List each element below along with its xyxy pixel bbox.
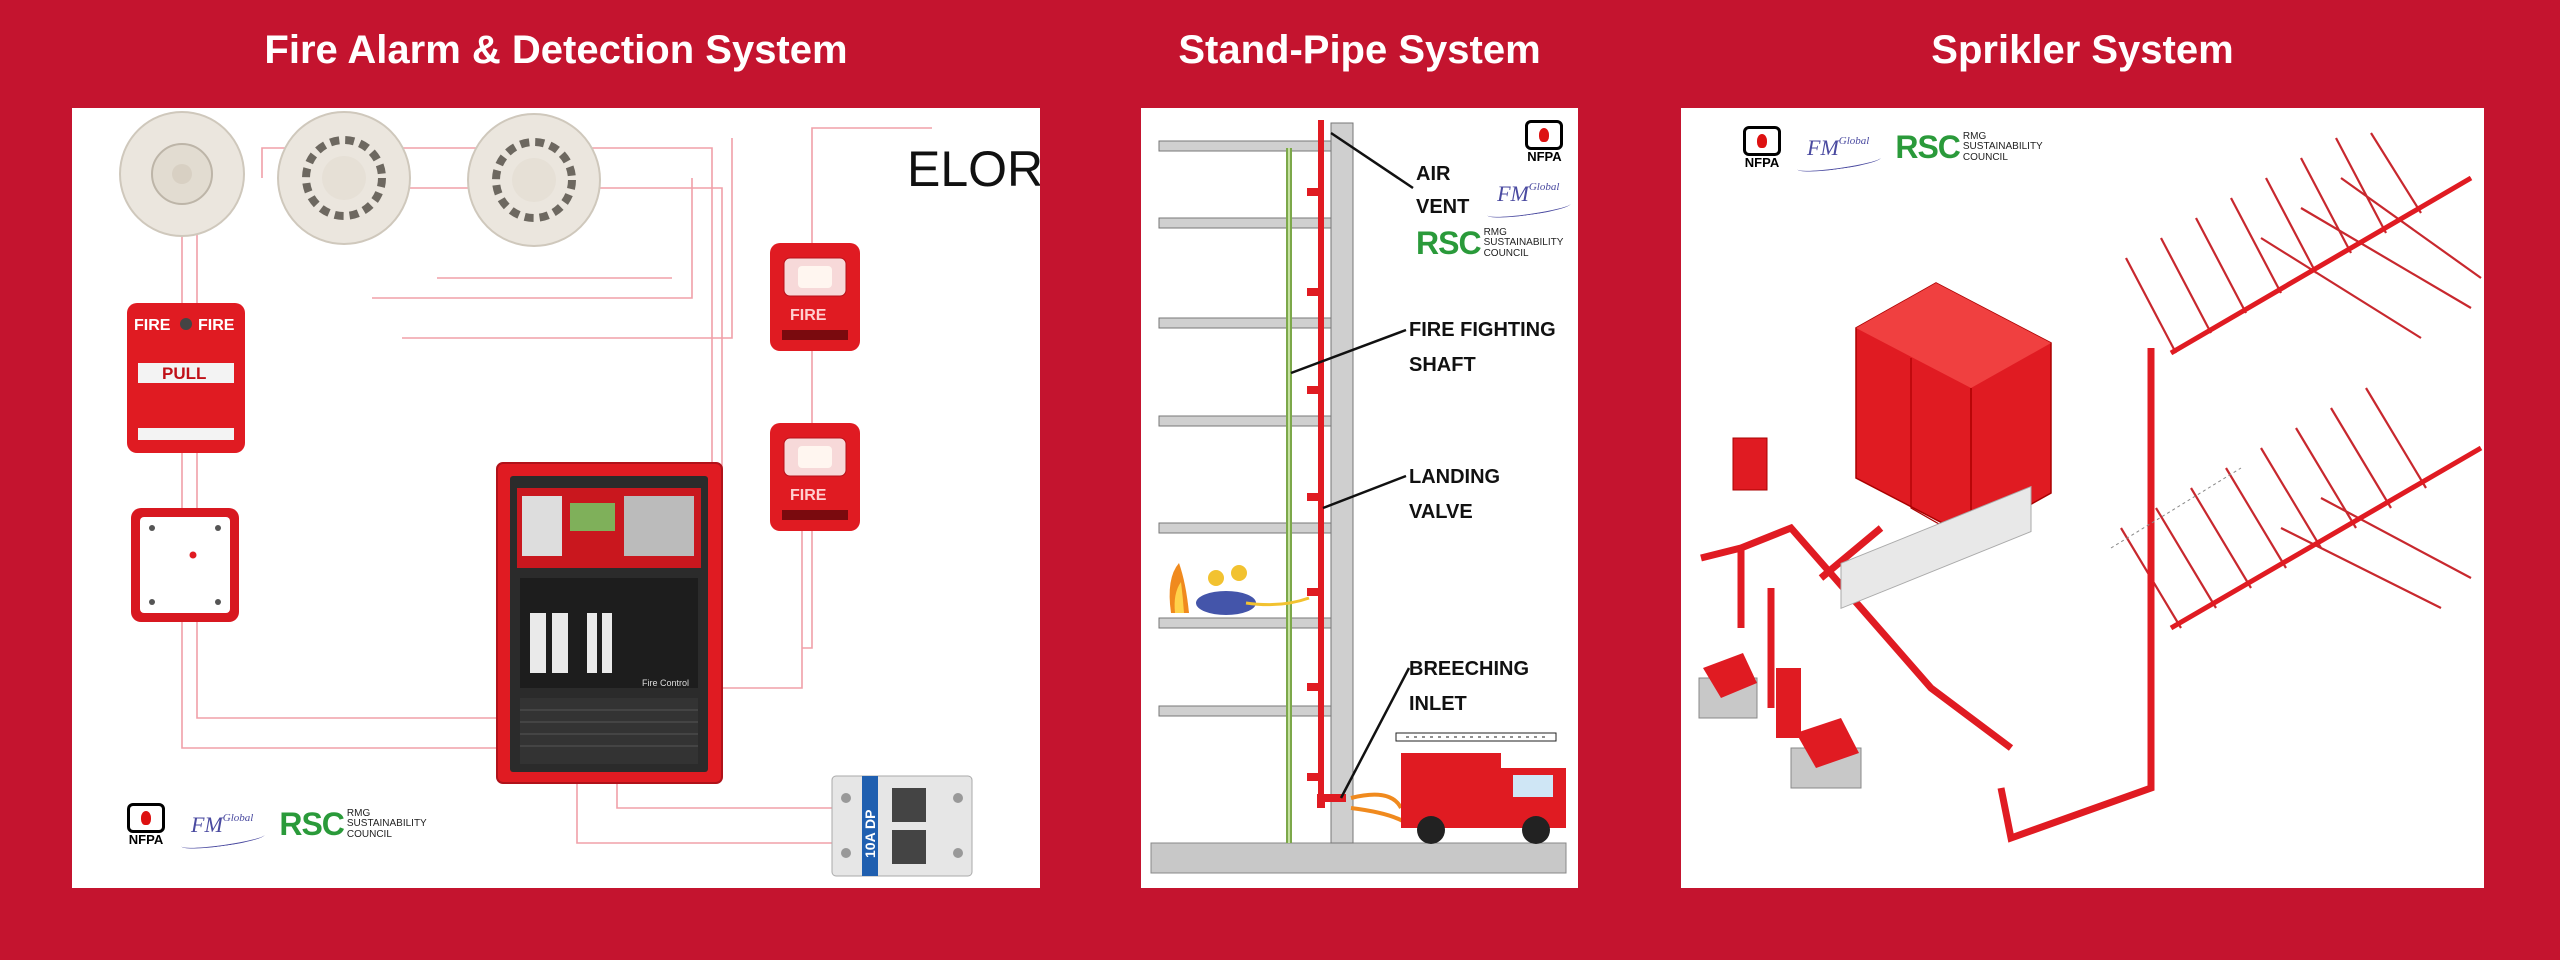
label-landing: LANDING [1409, 466, 1500, 488]
label-breeching: BREECHING [1409, 658, 1529, 680]
label-inlet: INLET [1409, 693, 1467, 715]
stand-pipe-diagram: AIR VENT FIRE FIGHTING SHAFT LANDING VAL… [1150, 120, 1567, 874]
fm-global-logo: FMGlobal [1493, 181, 1563, 207]
hoses [1350, 792, 1408, 825]
main-riser [1997, 348, 2155, 843]
nfpa-logo: NFPA [1525, 120, 1564, 163]
label-leaders [1290, 131, 1414, 799]
strobe-label-1: FIRE [790, 307, 827, 324]
pull-label-left: FIRE [134, 317, 171, 334]
horn-strobe-1: FIRE [770, 243, 860, 351]
fire-control-panel: Fire Control [496, 462, 723, 784]
smoke-detector-2 [467, 113, 601, 247]
label-valve: VALVE [1409, 501, 1473, 523]
fire-alarm-panel: FIRE FIRE PULL FIRE FIRE [72, 108, 1040, 888]
brand-elor: ELOR [907, 141, 1040, 197]
monitor-module [131, 508, 239, 622]
manual-pull-station: FIRE FIRE PULL [127, 303, 245, 453]
sprinkler-title: Sprikler System [1931, 28, 2234, 72]
water-tank [1840, 282, 2052, 610]
panel-caption: Fire Control [642, 678, 689, 688]
strobe-label-2: FIRE [790, 487, 827, 504]
nfpa-logo: NFPA [127, 803, 165, 846]
pull-text: PULL [162, 364, 206, 383]
nfpa-logo: NFPA [1743, 126, 1781, 169]
breaker-label: 10A DP [862, 809, 878, 858]
fm-global-logo: FMGlobal [1803, 135, 1873, 161]
breeching-inlet [1317, 794, 1346, 808]
fire-alarm-diagram: FIRE FIRE PULL FIRE FIRE [119, 111, 1040, 877]
firefighters [1169, 563, 1310, 615]
fire-truck [1395, 732, 1566, 844]
label-air: AIR [1416, 163, 1451, 185]
floor-slabs [1158, 140, 1332, 717]
circuit-breaker: 10A DP [831, 775, 973, 877]
pull-label-right: FIRE [198, 317, 235, 334]
heat-detector [119, 111, 245, 237]
fire-pumps [1698, 653, 1862, 789]
sprinkler-grid-upper [2125, 132, 2482, 354]
horn-strobe-2: FIRE [770, 423, 860, 531]
label-fire-fighting: FIRE FIGHTING [1409, 319, 1556, 341]
stand-pipe-title: Stand-Pipe System [1178, 28, 1541, 72]
feed-piping [1700, 523, 2014, 751]
stand-pipe-panel: AIR VENT FIRE FIGHTING SHAFT LANDING VAL… [1141, 108, 1578, 888]
fire-alarm-title: Fire Alarm & Detection System [264, 28, 848, 72]
smoke-detector-1 [277, 111, 411, 245]
fm-global-logo: FMGlobal [187, 812, 257, 838]
landing-valves [1307, 188, 1321, 781]
control-cabinet [1732, 437, 1768, 491]
label-shaft: SHAFT [1409, 354, 1476, 376]
sprinkler-diagram [1698, 132, 2483, 843]
sprinkler-grid-lower [2120, 387, 2472, 629]
label-vent: VENT [1416, 196, 1469, 218]
